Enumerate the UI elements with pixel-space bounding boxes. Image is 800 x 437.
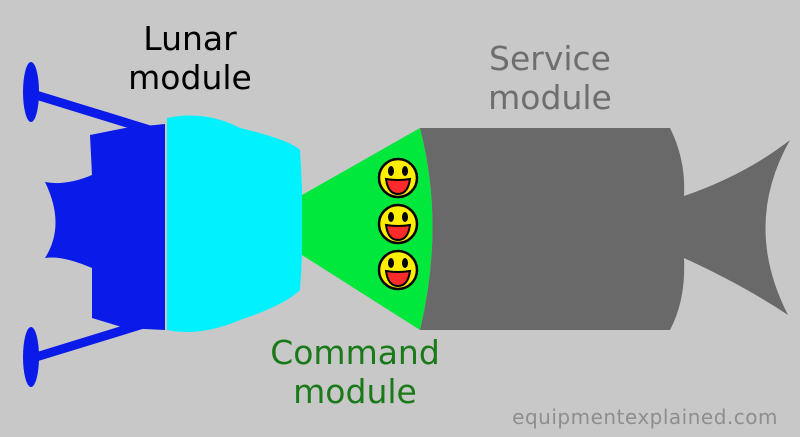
left-eye bbox=[388, 258, 394, 268]
smiling-mouth bbox=[384, 269, 412, 288]
smiling-mouth bbox=[384, 223, 412, 242]
crew-face bbox=[377, 249, 419, 291]
command-module-label: Command module bbox=[260, 333, 450, 412]
lunar-label-line-1: Lunar bbox=[143, 19, 237, 58]
upper-landing-leg bbox=[34, 90, 152, 135]
service-label-line-2: module bbox=[488, 77, 612, 117]
command-label-line-1: Command bbox=[270, 333, 440, 372]
upper-footpad bbox=[23, 62, 39, 122]
lunar-module-descent-stage bbox=[45, 124, 165, 330]
lunar-module-label: Lunar module bbox=[115, 19, 265, 98]
service-module bbox=[420, 128, 790, 330]
lunar-label-line-2: module bbox=[128, 57, 252, 97]
left-eye bbox=[388, 166, 394, 176]
lunar-module-ascent-stage bbox=[167, 115, 303, 333]
smiling-mouth bbox=[384, 177, 412, 196]
right-eye bbox=[402, 166, 408, 176]
right-eye bbox=[402, 212, 408, 222]
crew-group bbox=[377, 157, 419, 291]
service-label-line-1: Service bbox=[489, 39, 611, 78]
crew-face bbox=[377, 203, 419, 245]
crew-face bbox=[377, 157, 419, 199]
left-eye bbox=[388, 212, 394, 222]
command-label-line-2: module bbox=[293, 371, 417, 411]
site-watermark: equipmentexplained.com bbox=[512, 405, 778, 429]
lower-footpad bbox=[23, 327, 39, 387]
right-eye bbox=[402, 258, 408, 268]
service-module-label: Service module bbox=[465, 39, 635, 118]
